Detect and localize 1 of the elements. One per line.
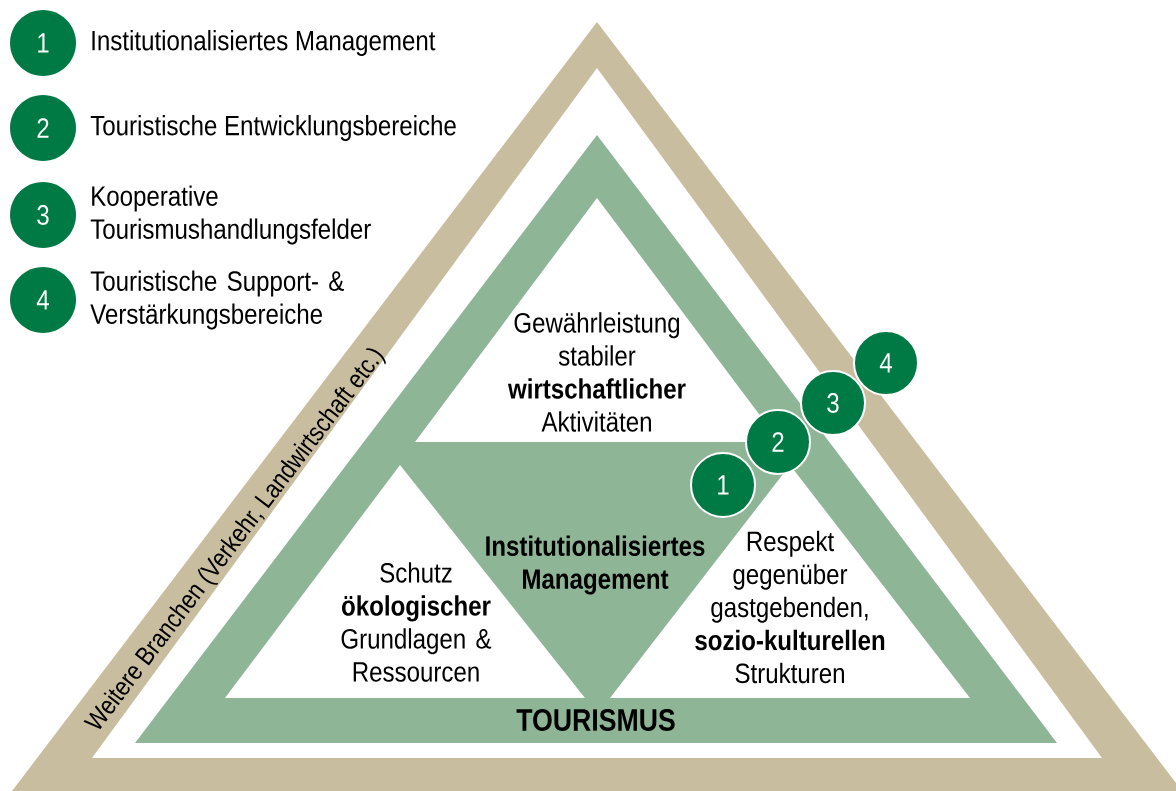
legend-text: Institutionalisiertes Management (92, 29, 436, 57)
